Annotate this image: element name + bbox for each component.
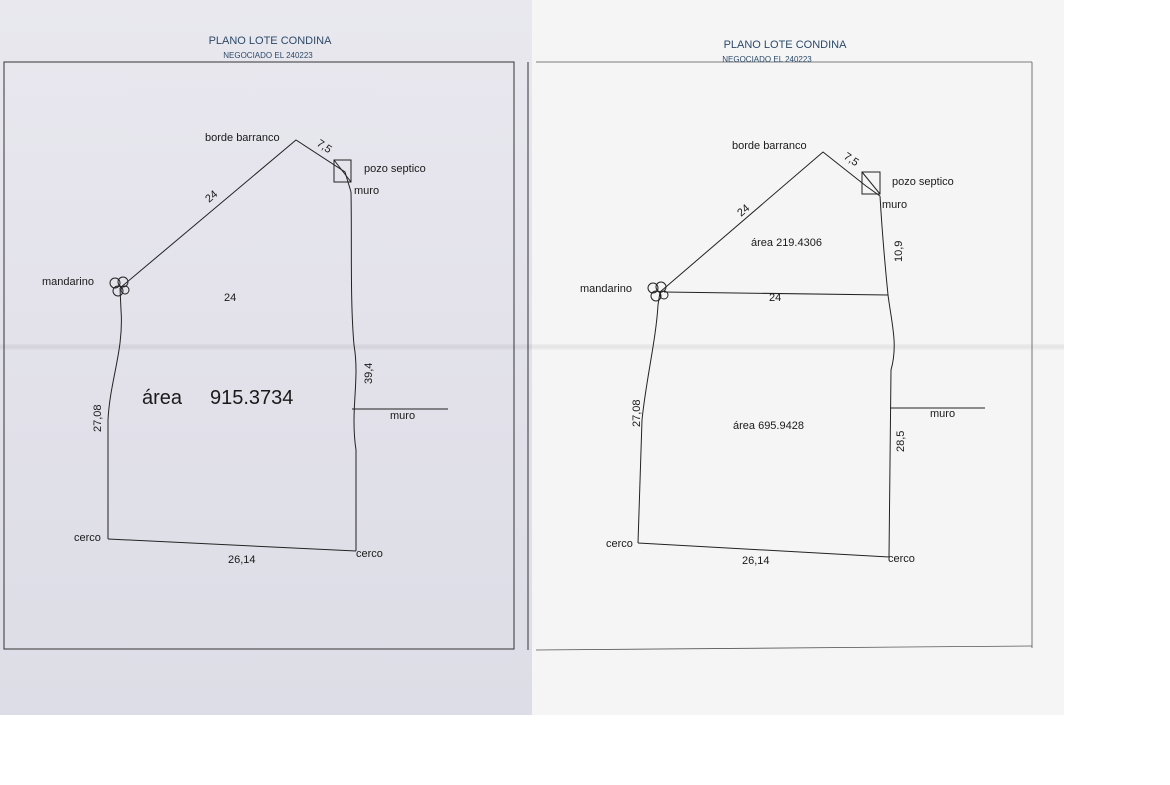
left-label-borde-barranco: borde barranco: [205, 132, 280, 144]
right-label-cerco-right: cerco: [888, 553, 915, 565]
left-measure-27-08: 27,08: [92, 404, 104, 432]
left-label-pozo-septico: pozo septico: [364, 163, 426, 175]
left-label-muro-top: muro: [354, 185, 379, 197]
right-title: PLANO LOTE CONDINA: [724, 39, 848, 51]
paper-fold-crease: [0, 344, 1064, 350]
right-pozo-septico-icon: [861, 171, 881, 195]
right-measure-24-diagonal: 24: [735, 202, 752, 219]
right-label-borde-barranco: borde barranco: [732, 140, 807, 152]
left-measure-24-center: 24: [224, 292, 236, 304]
left-label-cerco-right: cerco: [356, 548, 383, 560]
right-subtitle: NEGOCIADO EL 240223: [722, 55, 812, 64]
left-pozo-septico-icon: [333, 159, 352, 183]
right-plan: PLANO LOTE CONDINA NEGOCIADO EL 240223 b…: [535, 39, 1033, 651]
right-measure-24-line: 24: [769, 292, 781, 304]
left-right-boundary: [350, 191, 357, 551]
right-label-cerco-left: cerco: [606, 538, 633, 550]
right-division-line: [663, 291, 889, 296]
left-label-cerco-left: cerco: [74, 532, 101, 544]
right-measure-26-14: 26,14: [742, 555, 770, 567]
left-left-boundary: [107, 287, 122, 539]
left-measure-39-4: 39,4: [363, 363, 375, 384]
right-area-top: área 219.4306: [751, 237, 822, 249]
right-label-muro-top: muro: [882, 199, 907, 211]
right-measure-10-9: 10,9: [893, 241, 905, 262]
left-measure-7-5: 7,5: [314, 138, 333, 157]
left-measure-24-diagonal: 24: [203, 188, 220, 205]
right-measure-7-5: 7,5: [841, 151, 860, 170]
left-subtitle: NEGOCIADO EL 240223: [223, 51, 313, 60]
left-frame: [3, 61, 515, 650]
right-bottom-boundary: [637, 542, 890, 558]
right-top-boundary: [659, 151, 881, 293]
right-area-bottom: área 695.9428: [733, 420, 804, 432]
right-measure-27-08: 27,08: [631, 399, 643, 427]
right-label-mandarino: mandarino: [580, 283, 632, 295]
left-area-value: 915.3734: [210, 387, 293, 409]
left-mandarino-tree-icon: [109, 276, 130, 297]
left-label-mandarino: mandarino: [42, 276, 94, 288]
right-label-muro-mid: muro: [930, 408, 955, 420]
left-area-label: área: [142, 387, 183, 409]
left-sheet: [0, 0, 532, 715]
right-sheet: [532, 0, 1064, 715]
right-left-boundary: [637, 291, 661, 544]
right-frame-bottom: [535, 645, 1033, 651]
left-label-muro-mid: muro: [390, 410, 415, 422]
left-top-boundary: [119, 139, 352, 289]
left-measure-26-14: 26,14: [228, 554, 256, 566]
left-bottom-boundary: [107, 538, 357, 552]
right-mandarino-tree-icon: [647, 281, 669, 302]
right-label-pozo-septico: pozo septico: [892, 176, 954, 188]
left-title: PLANO LOTE CONDINA: [209, 35, 333, 47]
right-measure-28-5: 28,5: [895, 431, 907, 452]
left-plan: PLANO LOTE CONDINA NEGOCIADO EL 240223 b…: [3, 35, 529, 650]
